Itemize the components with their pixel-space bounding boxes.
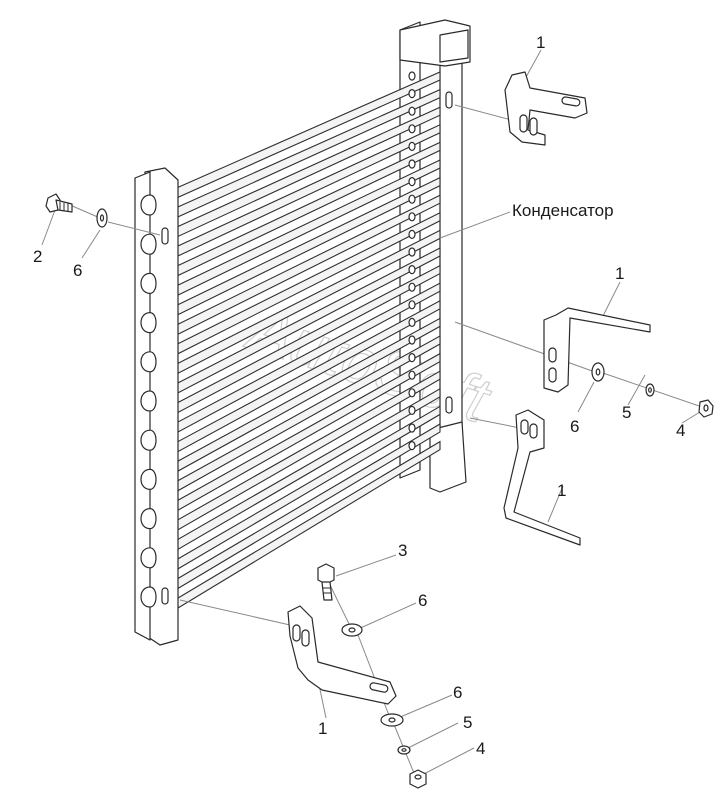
- callout-5: 5: [622, 403, 631, 422]
- condenser-label: Конденсатор: [512, 201, 614, 220]
- callout-2: 2: [33, 247, 42, 266]
- bracket-slot: [301, 629, 310, 647]
- callout-1: 1: [557, 481, 566, 500]
- bracket-slot: [520, 419, 529, 435]
- callout-labels: 1 Конденсатор 2 6 1 6 5 4 1 3 6 1 6 5 4: [33, 33, 685, 758]
- return-bend: [140, 272, 157, 294]
- tube-end: [408, 317, 416, 327]
- condenser: [134, 19, 471, 646]
- condenser-return-bends: [140, 194, 157, 608]
- return-bend: [140, 429, 157, 451]
- callout-3: 3: [398, 541, 407, 560]
- washer-lower-2: [380, 713, 404, 727]
- tube-end: [408, 388, 416, 398]
- tube-end: [408, 194, 416, 204]
- tube-end: [408, 335, 416, 345]
- washer-lower-1: [341, 623, 363, 637]
- return-bend: [140, 586, 157, 608]
- spring-washer-right: [645, 383, 655, 397]
- callout-4: 4: [676, 421, 685, 440]
- bracket-bottom: [287, 605, 397, 705]
- return-bend: [140, 312, 157, 334]
- tube-end: [408, 265, 416, 275]
- tube-end: [408, 88, 416, 99]
- tube-end: [408, 124, 416, 134]
- tube-end: [408, 229, 416, 239]
- washer-right: [591, 362, 605, 382]
- washer-left: [96, 208, 108, 228]
- header-slot: [161, 227, 169, 245]
- header-slot: [445, 91, 453, 109]
- bracket-lower-right: [503, 409, 581, 546]
- tube-end: [408, 247, 416, 257]
- spring-washer-lower: [397, 745, 411, 755]
- tube-end: [408, 71, 416, 81]
- tube-end: [408, 405, 416, 415]
- callout-4: 4: [476, 739, 485, 758]
- tube-end: [408, 370, 416, 380]
- bracket-slot: [292, 624, 301, 642]
- bracket-slot: [529, 423, 538, 439]
- return-bend: [140, 547, 157, 569]
- bracket-slot: [548, 367, 557, 383]
- callout-6: 6: [73, 261, 82, 280]
- callout-1: 1: [536, 33, 545, 52]
- callout-1: 1: [318, 719, 327, 738]
- bracket-slot: [529, 117, 538, 136]
- tube-end: [408, 353, 416, 363]
- return-bend: [140, 390, 157, 412]
- return-bend: [140, 508, 157, 530]
- bracket-slot: [369, 682, 389, 693]
- tube-end: [408, 441, 416, 451]
- callout-6: 6: [453, 683, 462, 702]
- return-bend: [140, 468, 157, 490]
- callout-6: 6: [570, 417, 579, 436]
- callout-6: 6: [418, 591, 427, 610]
- tube-end: [408, 159, 416, 169]
- tube-end: [408, 106, 416, 116]
- header-slot: [445, 396, 453, 414]
- condenser-bottom-block: [429, 421, 467, 493]
- tube-end: [408, 141, 416, 151]
- nut-right: [698, 399, 714, 418]
- tube-end: [408, 177, 416, 187]
- bracket-middle-right: [543, 307, 651, 393]
- bolt-left: [45, 193, 73, 213]
- return-bend: [140, 233, 157, 255]
- return-bend: [140, 351, 157, 373]
- bracket-top: [504, 71, 588, 146]
- header-slot: [161, 587, 169, 605]
- tube-end: [408, 282, 416, 292]
- nut-lower: [409, 769, 427, 789]
- tube-end: [408, 423, 416, 433]
- callout-1: 1: [615, 264, 624, 283]
- bracket-slot: [519, 114, 528, 133]
- callout-5: 5: [463, 713, 472, 732]
- bolt-lower: [317, 563, 335, 601]
- tube-end: [408, 212, 416, 222]
- bracket-slot: [548, 347, 557, 363]
- return-bend: [140, 194, 157, 216]
- bracket-slot: [561, 96, 581, 107]
- tube-end: [408, 300, 416, 310]
